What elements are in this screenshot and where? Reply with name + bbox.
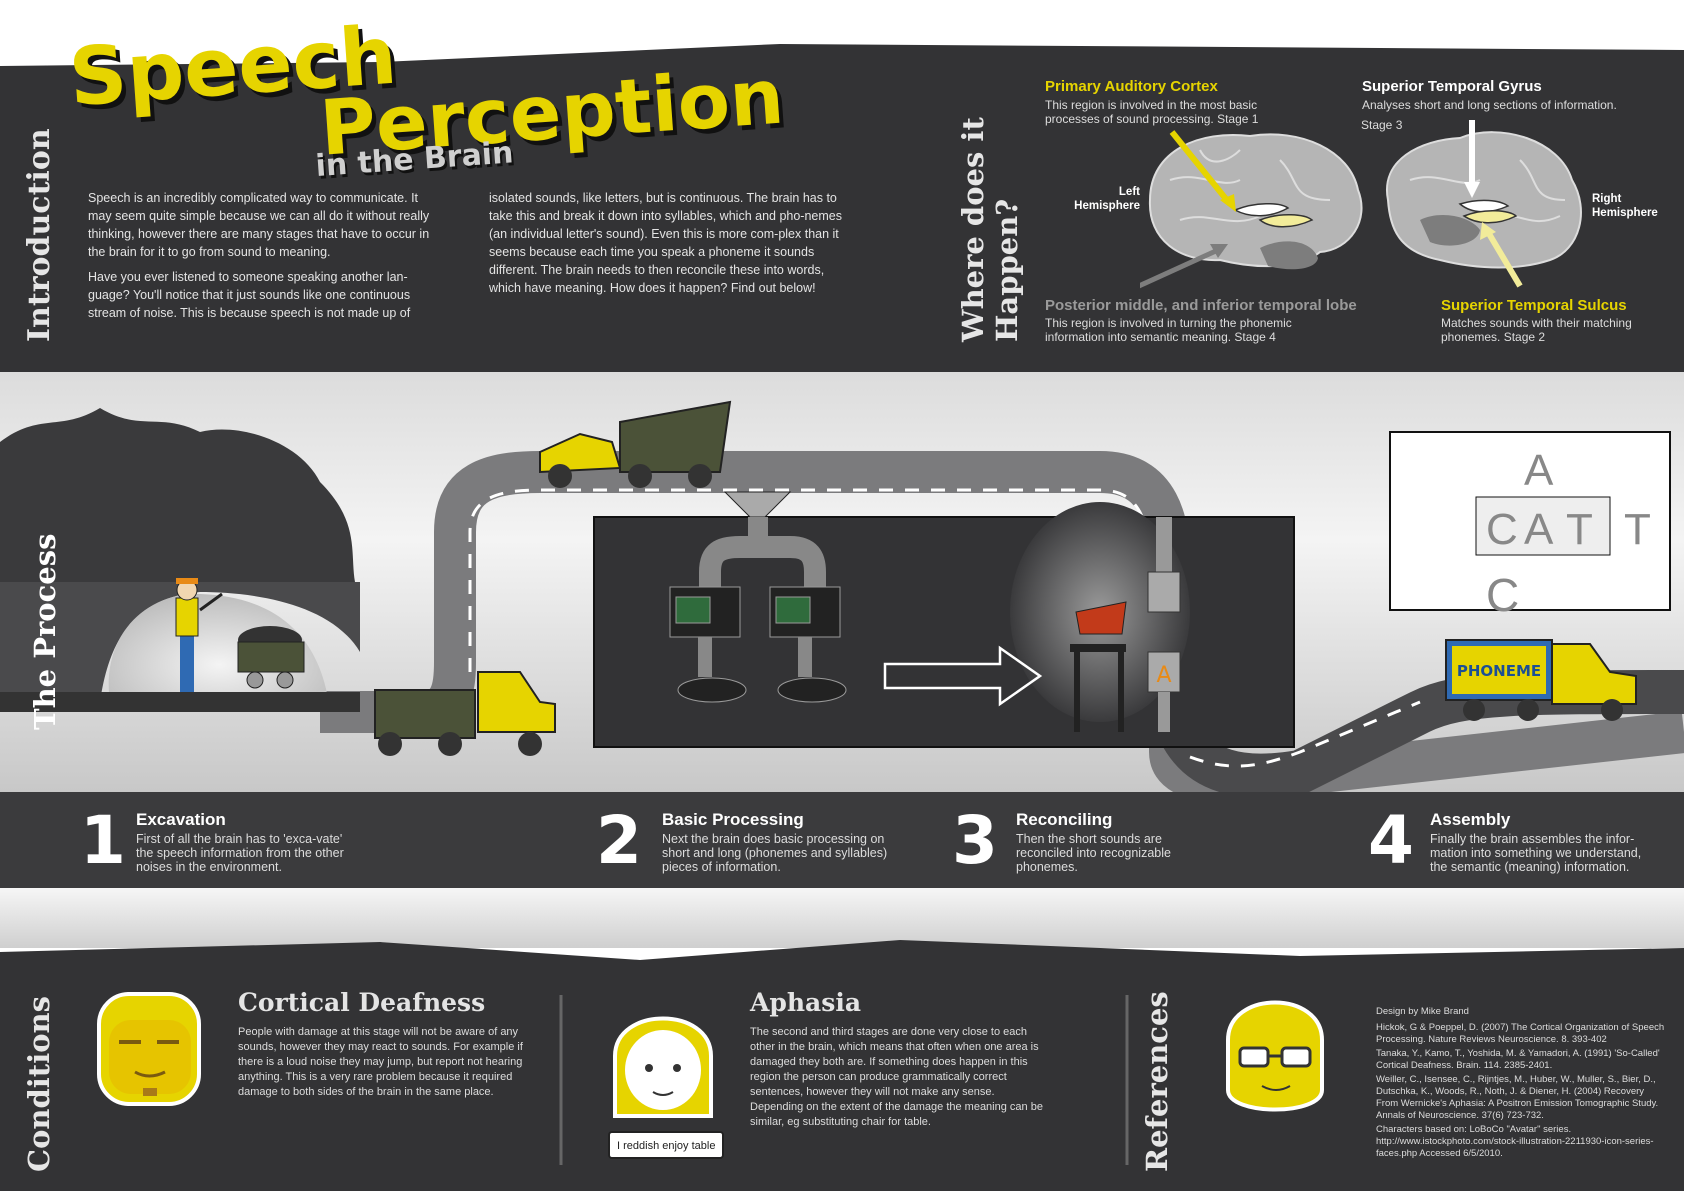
blueprint-letter-t: T (1566, 505, 1593, 554)
reference-3: Weiller, C., Isensee, C., Rijntjes, M., … (1376, 1074, 1659, 1121)
intro-col1-p1: Speech is an incredibly complicated way … (88, 191, 430, 259)
steps-band (0, 792, 1684, 888)
section-where: Where does it Happen? (956, 102, 1024, 342)
avatar-woman (613, 1016, 713, 1118)
cortical-deafness-text: People with damage at this stage will no… (238, 1026, 523, 1098)
left-brain (1140, 130, 1363, 289)
top-band-edge (0, 44, 1684, 75)
avatar-man (97, 992, 201, 1106)
title-line1: Speech (66, 9, 399, 125)
speech-bubble-text: I reddish enjoy table (617, 1140, 716, 1152)
section-introduction: Introduction (22, 128, 57, 342)
blueprint-letter-t-right: T (1624, 505, 1651, 554)
step-1-text: First of all the brain has to 'exca-vate… (136, 832, 344, 874)
speech-bubble: I reddish enjoy table (608, 1131, 725, 1159)
aphasia-text: The second and third stages are done ver… (750, 1026, 1043, 1128)
pmitl-title: Posterior middle, and inferior temporal … (1045, 297, 1357, 314)
step-1-title: Excavation (136, 810, 226, 829)
divider-strip (0, 888, 1684, 948)
reference-2: Tanaka, Y., Kamo, T., Yoshida, M. & Yama… (1376, 1048, 1660, 1071)
reference-1: Hickok, G & Poeppel, D. (2007) The Corti… (1376, 1022, 1665, 1045)
step-3-text: Then the short sounds are reconciled int… (1016, 832, 1171, 874)
right-hemisphere-label: Right Hemisphere (1592, 193, 1658, 219)
process-illustration: A PHONEME (0, 400, 1684, 792)
analyzer-2 (769, 586, 841, 638)
miner (175, 578, 223, 692)
blueprint-letter-a-top: A (1524, 446, 1554, 495)
main-title: Speech Speech Perception Perception in t… (66, 9, 791, 180)
step-1-number: 1 (80, 802, 126, 879)
step-2-number: 2 (596, 802, 642, 879)
dump-truck-1 (374, 671, 556, 756)
left-hemisphere-label: Left Hemisphere (1074, 186, 1140, 212)
intro-col2: isolated sounds, like letters, but is co… (489, 191, 842, 295)
cortical-deafness-title: Cortical Deafness (238, 988, 486, 1017)
step-2-title: Basic Processing (662, 810, 804, 829)
sts-text: Matches sounds with their matching phone… (1441, 316, 1632, 344)
stg-text: Analyses short and long sections of info… (1362, 98, 1617, 112)
phoneme-truck: PHONEME (1445, 639, 1637, 721)
right-brain (1385, 120, 1582, 288)
title-line1-shadow: Speech (70, 13, 403, 129)
mine-cart (237, 626, 305, 689)
designer-credit: Design by Mike Brand (1376, 1006, 1469, 1017)
step-4-number: 4 (1368, 802, 1414, 879)
stg-title: Superior Temporal Gyrus (1362, 78, 1542, 95)
intro-col1-p2: Have you ever listened to someone speaki… (88, 270, 411, 320)
analyzer-1 (669, 586, 741, 638)
section-references: References (1140, 991, 1174, 1172)
sts-title: Superior Temporal Sulcus (1441, 297, 1627, 314)
aphasia-title: Aphasia (750, 988, 862, 1017)
step-3-title: Reconciling (1016, 810, 1113, 829)
section-where-text: Where does it Happen? (956, 117, 1024, 342)
blueprint-letter-c: C (1486, 505, 1518, 554)
step-4-title: Assembly (1430, 810, 1511, 829)
truck-label: PHONEME (1457, 662, 1541, 680)
stg-stage: Stage 3 (1361, 118, 1403, 132)
pac-title: Primary Auditory Cortex (1045, 78, 1218, 95)
blueprint-letter-a: A (1524, 505, 1554, 554)
mold-letter: A (1156, 663, 1171, 688)
step-2-text: Next the brain does basic processing on … (662, 832, 888, 874)
blueprint-letter-c-bottom: C (1486, 569, 1520, 621)
brain-illustrations (1140, 120, 1582, 289)
pac-text: This region is involved in the most basi… (1045, 98, 1259, 126)
section-process: The Process (28, 533, 62, 730)
dump-truck-2 (539, 400, 732, 488)
step-4-text: Finally the brain assembles the infor-ma… (1430, 832, 1642, 874)
reference-4: Characters based on: LoBoCo "Avatar" ser… (1376, 1124, 1654, 1159)
section-conditions: Conditions (22, 996, 56, 1172)
avatar-glasses (1226, 1000, 1324, 1112)
pmitl-text: This region is involved in turning the p… (1045, 316, 1292, 344)
step-3-number: 3 (952, 802, 998, 879)
